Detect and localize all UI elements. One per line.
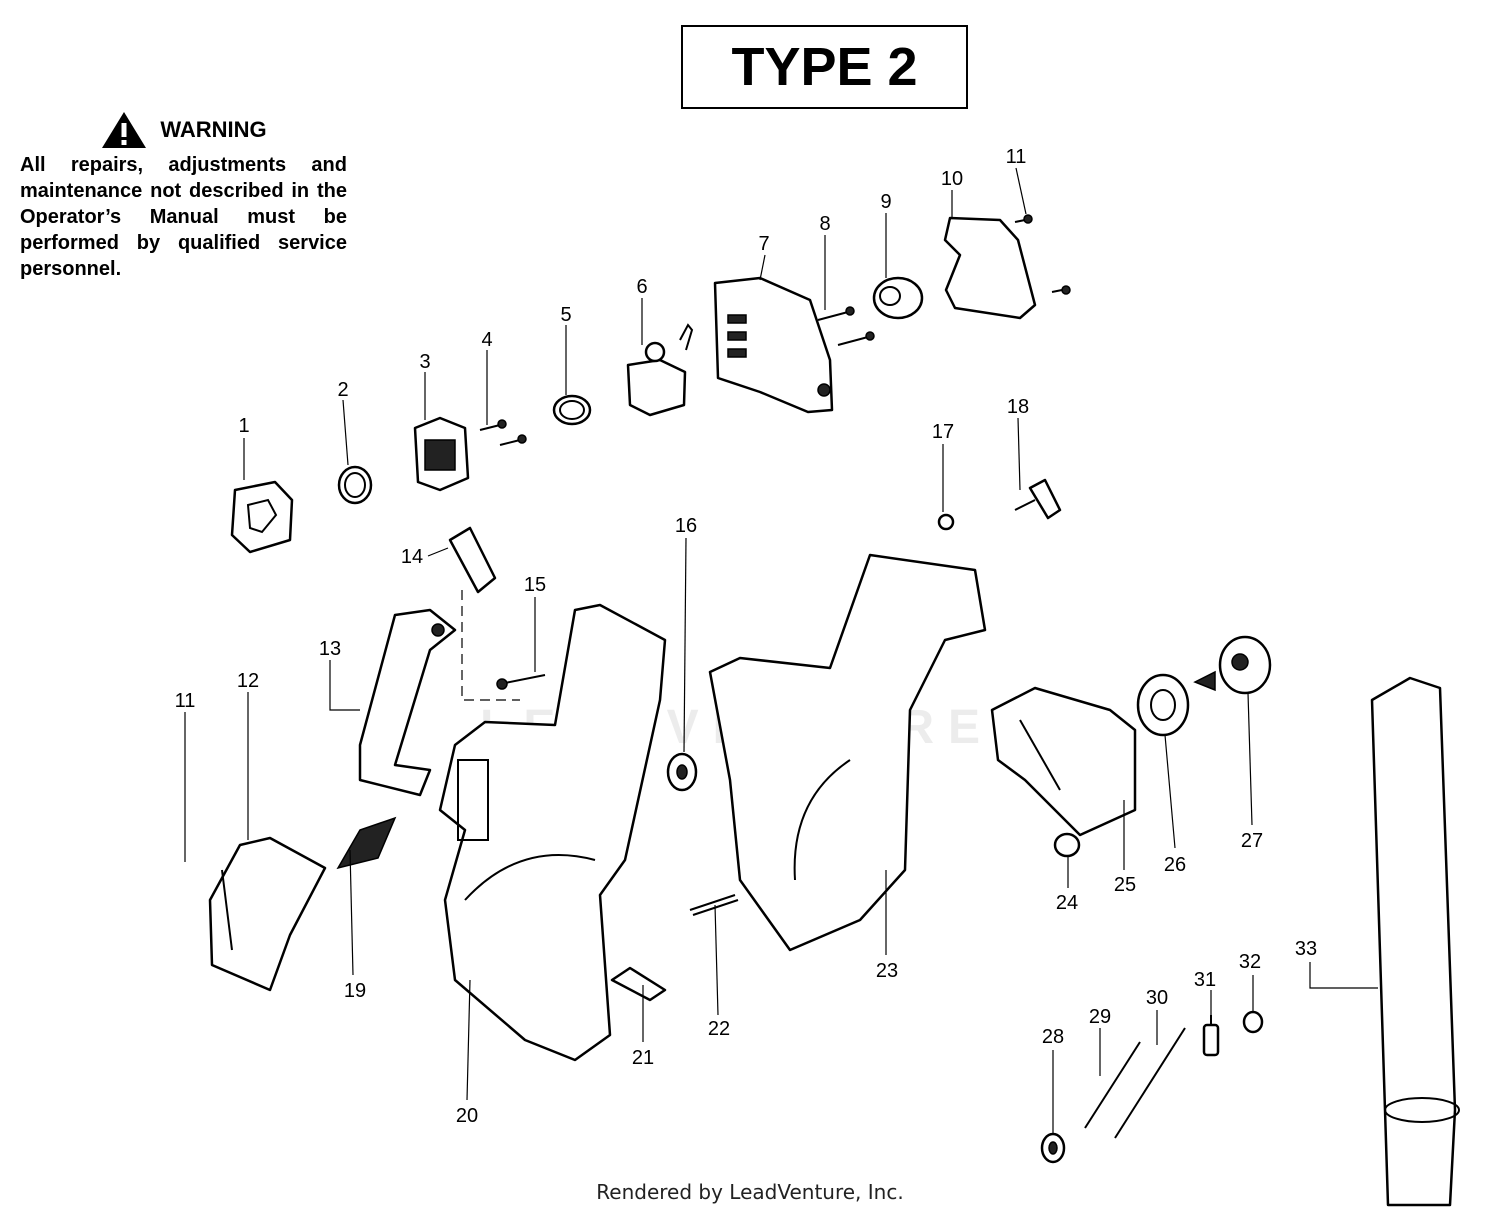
callout-5: 5	[560, 304, 571, 326]
callout-14: 14	[401, 546, 423, 568]
callout-20: 20	[456, 1105, 478, 1127]
callout-8: 8	[819, 213, 830, 235]
part-20-blower-housing	[438, 603, 667, 1062]
part-18-knob	[1014, 478, 1062, 520]
part-10-cover	[943, 216, 1037, 320]
part-7-filter-housing	[713, 276, 834, 414]
part-21-clip	[610, 966, 667, 1002]
callout-30: 30	[1146, 987, 1168, 1009]
callout-3: 3	[419, 351, 430, 373]
callout-29: 29	[1089, 1006, 1111, 1028]
callout-2: 2	[337, 379, 348, 401]
callout-31: 31	[1194, 969, 1216, 991]
part-26-ring	[1136, 673, 1190, 737]
part-23-housing-half	[708, 553, 987, 952]
part-2-gasket-ring	[337, 465, 373, 505]
part-19-insulator	[336, 816, 397, 870]
callout-17: 17	[932, 421, 954, 443]
callout-10: 10	[941, 168, 963, 190]
part-22-pin	[689, 894, 739, 916]
callout-4: 4	[481, 329, 492, 351]
leader-lines	[184, 167, 1378, 1134]
callout-25: 25	[1114, 874, 1136, 896]
part-33-blower-tube	[1370, 676, 1460, 1207]
part-28-washer	[1040, 1132, 1066, 1164]
callout-13: 13	[319, 638, 341, 660]
warning-heading: WARNING	[160, 117, 267, 142]
part-25-filter-assembly	[990, 686, 1137, 837]
part-9-filter	[872, 276, 924, 320]
callout-33: 33	[1295, 938, 1317, 960]
warning-notice: WARNING All repairs, adjustments and mai…	[20, 110, 347, 282]
warning-triangle-icon	[102, 112, 147, 148]
callout-18: 18	[1007, 396, 1029, 418]
part-32-grommet	[1242, 1010, 1264, 1034]
part-27-cap	[1193, 635, 1272, 695]
callout-28: 28	[1042, 1026, 1064, 1048]
part-1-gasket	[230, 480, 294, 554]
part-5-gasket	[552, 394, 592, 426]
part-11-screws-upper	[1014, 214, 1071, 295]
callout-32: 32	[1239, 951, 1261, 973]
part-13-handle	[358, 608, 457, 797]
part-12-scroll-cover	[208, 836, 327, 992]
part-8-screws	[817, 306, 875, 346]
callout-labels: 1 2 3 4 5 6 7 8 9 10 11 11 12 13 14 15 1…	[175, 146, 1318, 1127]
callout-26: 26	[1164, 854, 1186, 876]
warning-text: All repairs, adjustments and maintenance…	[20, 154, 347, 280]
part-14-foam	[448, 526, 520, 701]
callout-6: 6	[636, 276, 647, 298]
part-4-screws	[479, 419, 527, 446]
render-credit: Rendered by LeadVenture, Inc.	[596, 1180, 904, 1204]
warning-header: WARNING	[20, 110, 347, 150]
part-16-fan	[666, 752, 698, 792]
callout-12: 12	[237, 670, 259, 692]
part-31-fuel-filter	[1202, 1015, 1220, 1057]
part-24-nut	[1053, 832, 1081, 858]
part-6-carburetor	[626, 323, 694, 417]
part-3-adapter	[413, 416, 470, 492]
part-17-nut	[937, 513, 955, 531]
callout-9: 9	[880, 191, 891, 213]
diagram-type-title: TYPE 2	[681, 25, 968, 109]
part-29-hose	[1084, 1041, 1141, 1129]
callout-24: 24	[1056, 892, 1078, 914]
callout-16: 16	[675, 515, 697, 537]
callout-7: 7	[758, 233, 769, 255]
callout-23: 23	[876, 960, 898, 982]
callout-11-lower: 11	[175, 690, 196, 712]
callout-22: 22	[708, 1018, 730, 1040]
callout-1: 1	[238, 415, 249, 437]
callout-27: 27	[1241, 830, 1263, 852]
callout-15: 15	[524, 574, 546, 596]
callout-21: 21	[632, 1047, 654, 1069]
callout-11-upper: 11	[1006, 146, 1027, 168]
callout-19: 19	[344, 980, 366, 1002]
part-15-screw	[496, 674, 546, 690]
part-30-hose	[1114, 1027, 1186, 1139]
